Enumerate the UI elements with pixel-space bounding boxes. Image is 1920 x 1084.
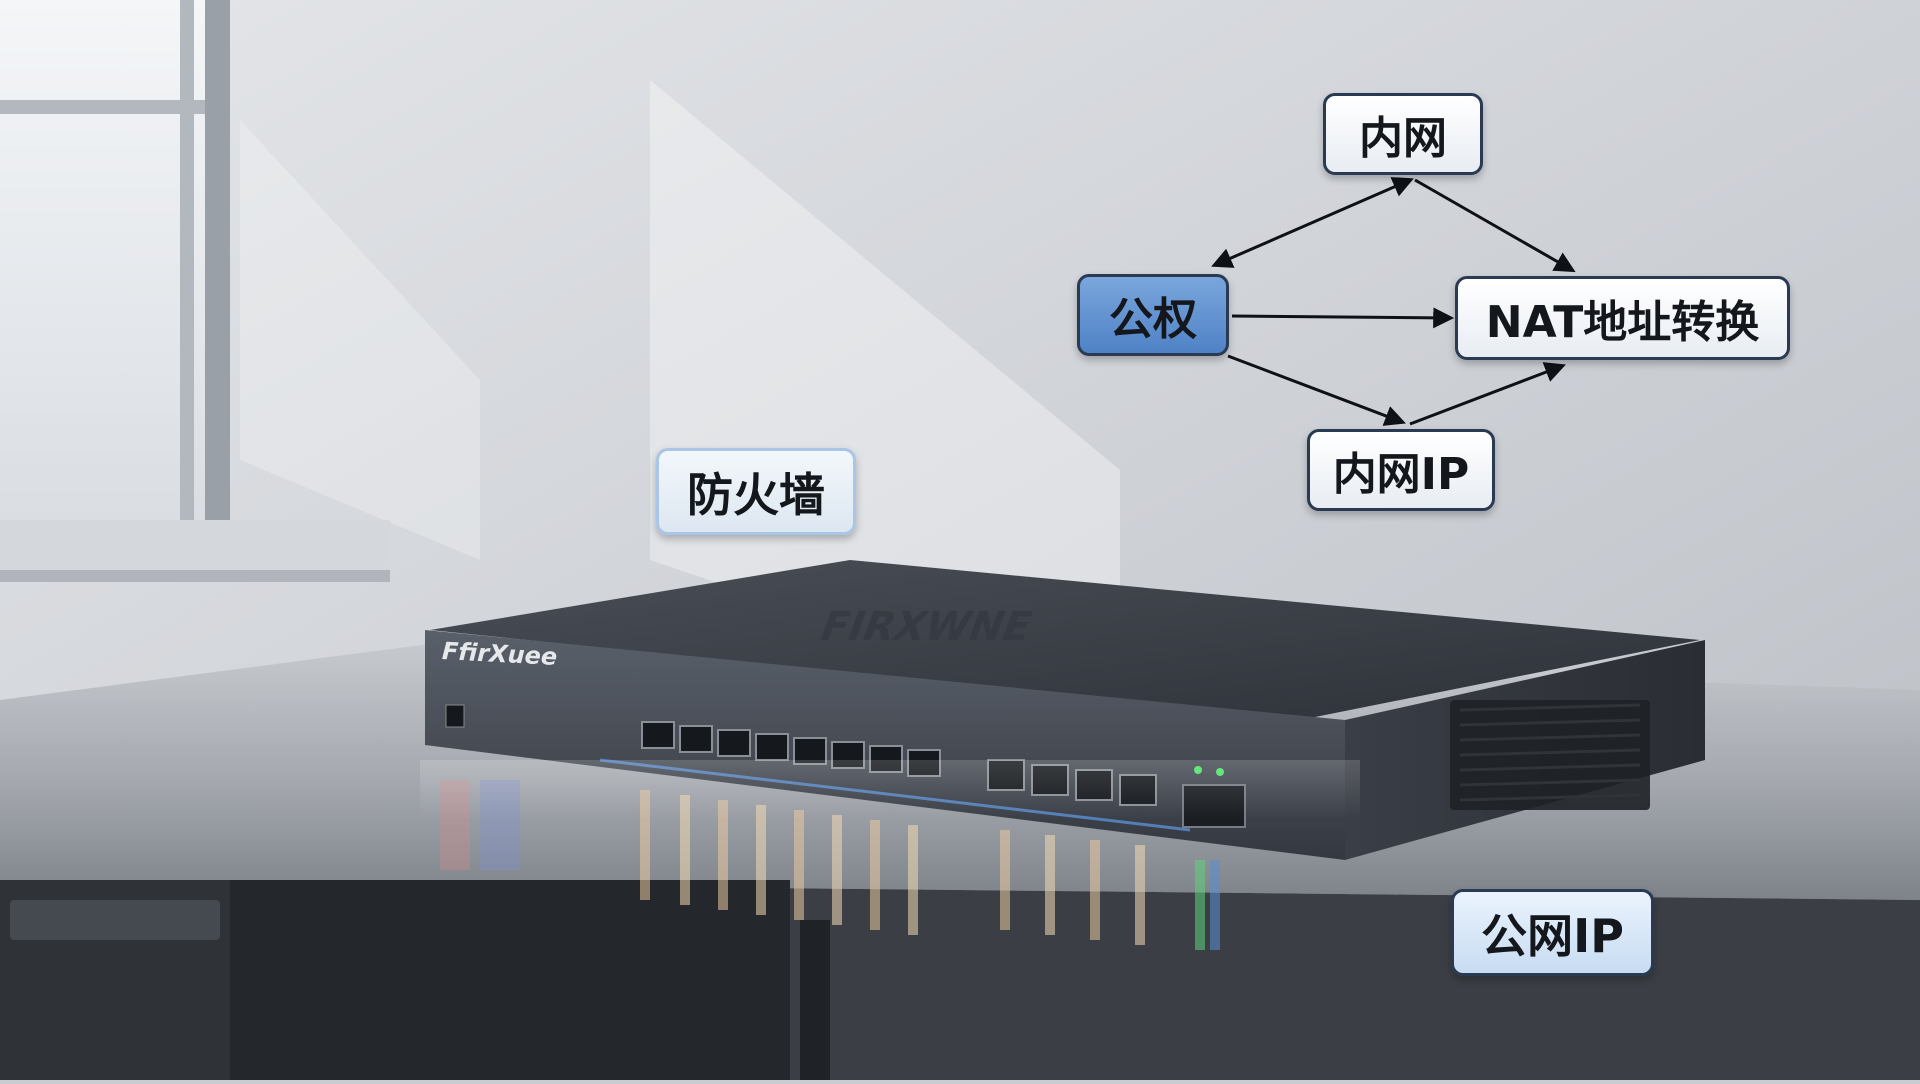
label-firewall: 防火墙 (656, 448, 856, 535)
label-intranet-ip: 内网IP (1307, 429, 1495, 511)
label-intranet: 内网 (1323, 93, 1483, 175)
label-public-ip: 公网IP (1451, 889, 1654, 976)
device-brand: FfirXuee (441, 637, 558, 671)
label-public-right: 公权 (1077, 274, 1229, 356)
svg-text:FIRXWNE: FIRXWNE (814, 603, 1040, 649)
label-nat: NAT地址转换 (1455, 276, 1790, 360)
